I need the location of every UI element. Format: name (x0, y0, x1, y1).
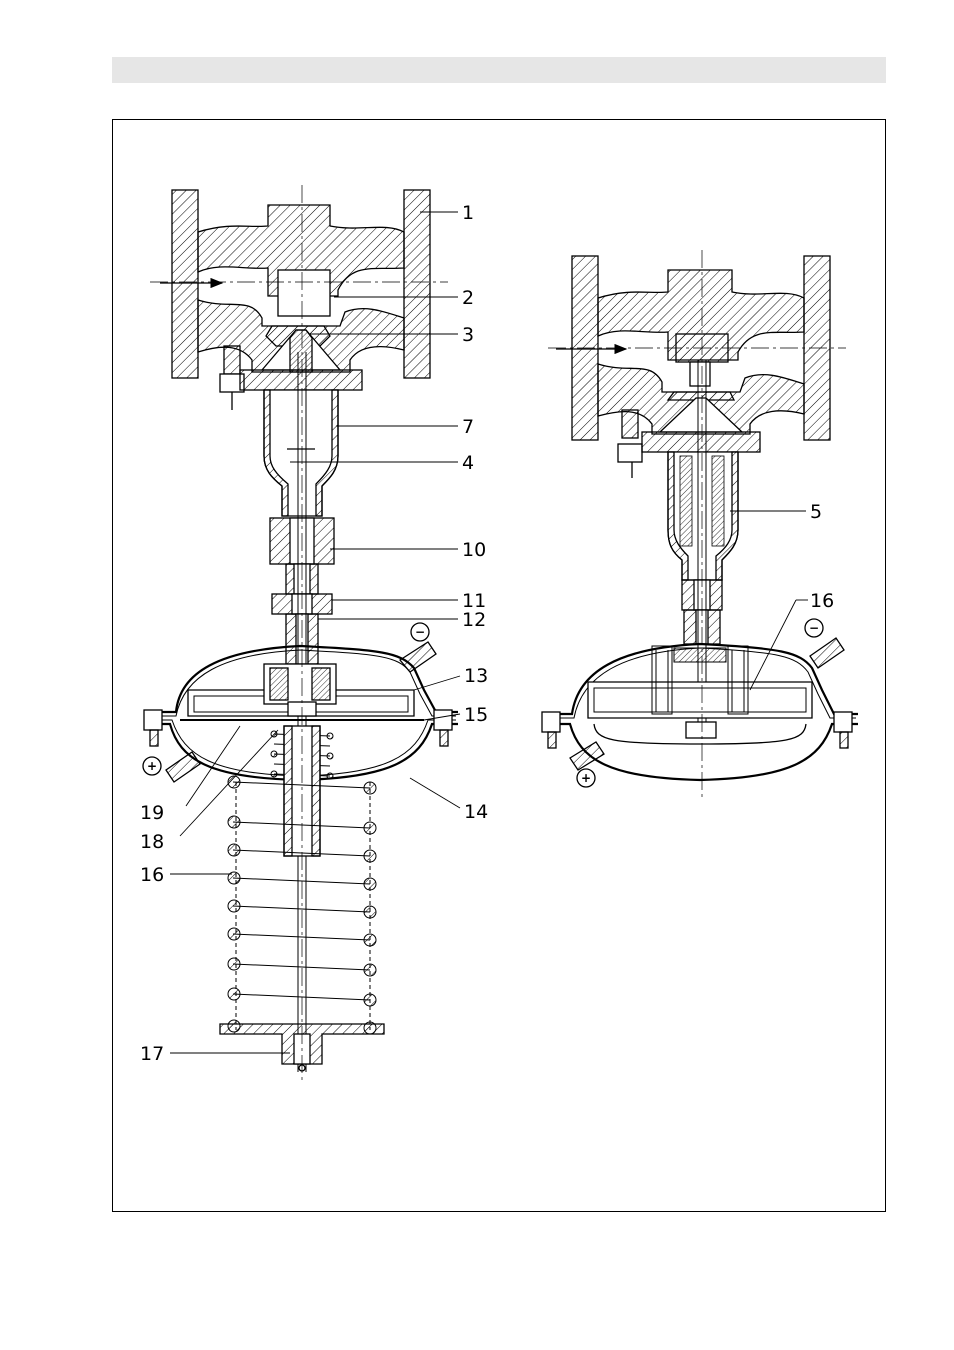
right-housing-bolt-left (542, 712, 560, 732)
right-plus-sign: + (581, 771, 591, 785)
right-bonnet-nut (618, 444, 642, 462)
right-bellows-housing (668, 452, 738, 580)
right-leader-lines (730, 511, 808, 690)
left-housing-bolt-left (144, 710, 162, 730)
right-port-plus (570, 742, 604, 770)
part-label-17: 17 (140, 1043, 164, 1065)
right-housing-bolt-right (834, 712, 852, 732)
left-bonnet-tube (264, 390, 338, 516)
left-plus-sign: + (147, 759, 157, 773)
part-label-15: 15 (464, 704, 488, 726)
left-valve-assembly (143, 185, 458, 1080)
right-port-minus (810, 638, 844, 668)
right-valve-assembly (542, 250, 858, 800)
part-label-19: 19 (140, 802, 164, 824)
part-label-5: 5 (810, 501, 822, 523)
part-label-18: 18 (140, 831, 164, 853)
part-label-16-left: 16 (140, 864, 164, 886)
part-label-13: 13 (464, 665, 488, 687)
left-bonnet-bolt (224, 346, 240, 374)
right-stem-nut (686, 722, 716, 738)
left-housing-bolt-right (434, 710, 452, 730)
left-minus-sign: − (415, 625, 425, 639)
part-label-16-right: 16 (810, 590, 834, 612)
part-label-14: 14 (464, 801, 488, 823)
part-label-3: 3 (462, 324, 474, 346)
part-label-4: 4 (462, 452, 474, 474)
left-bonnet-flange (240, 370, 362, 390)
left-port-plus (166, 752, 200, 782)
left-outlet-flange (404, 190, 430, 378)
right-diaphragm-plate (588, 682, 812, 718)
left-seat-ring (278, 270, 330, 316)
part-label-12: 12 (462, 609, 486, 631)
part-label-2: 2 (462, 287, 474, 309)
right-minus-sign: − (809, 621, 819, 635)
part-label-1: 1 (462, 202, 474, 224)
part-label-7: 7 (462, 416, 474, 438)
part-label-10: 10 (462, 539, 486, 561)
left-inlet-flange (172, 190, 198, 378)
right-bonnet-flange (642, 432, 760, 452)
